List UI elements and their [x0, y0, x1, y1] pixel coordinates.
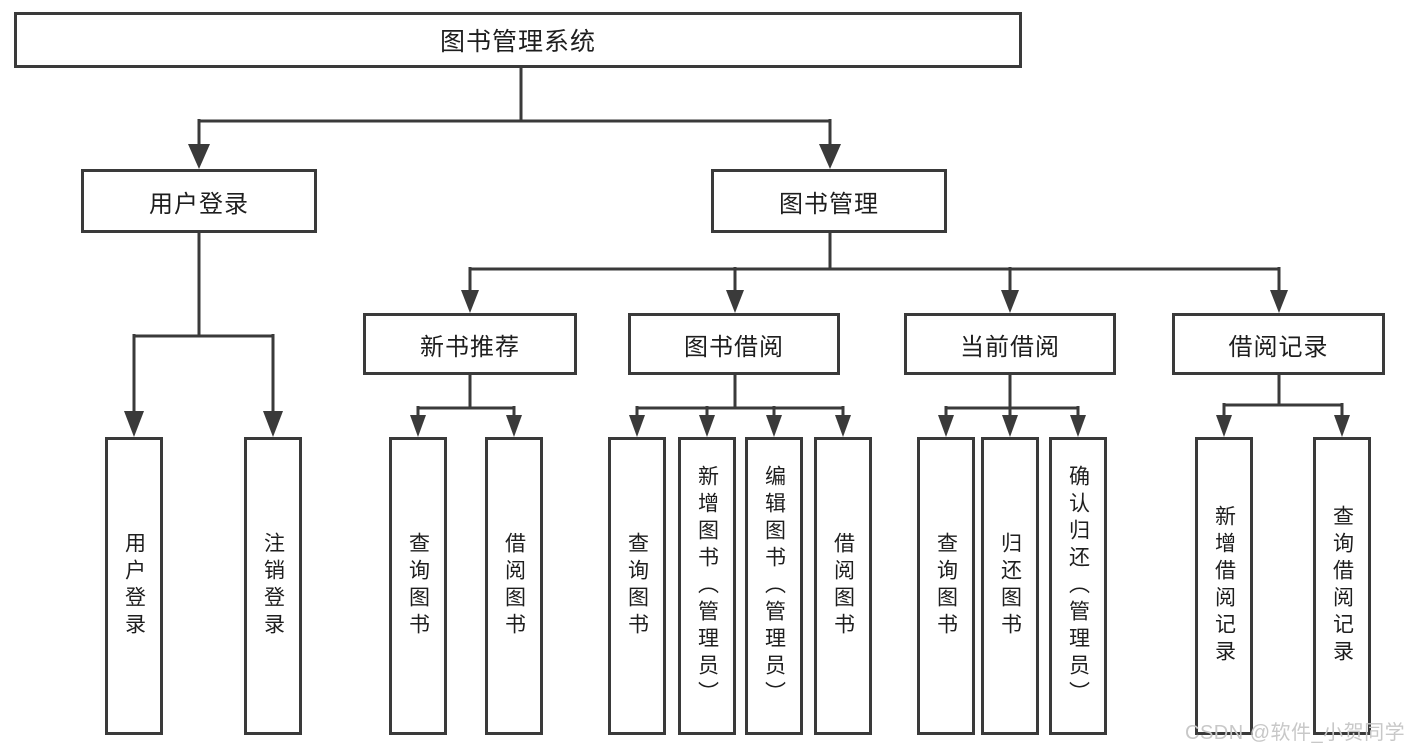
- node-borrowing-edit-books-admin: 编辑图书（管理员）: [745, 437, 803, 735]
- node-label: 查询图书: [625, 532, 649, 640]
- node-label: 当前借阅: [960, 333, 1060, 361]
- node-label: 图书管理: [779, 190, 879, 218]
- node-records-add-borrow-record: 新增借阅记录: [1195, 437, 1253, 735]
- node-records-query-borrow-record: 查询借阅记录: [1313, 437, 1371, 735]
- node-label: 用户登录: [149, 190, 249, 218]
- node-current-return-books: 归还图书: [981, 437, 1039, 735]
- node-label: 借阅图书: [831, 532, 855, 640]
- node-label: 查询借阅记录: [1330, 505, 1354, 667]
- node-label: 归还图书: [998, 532, 1022, 640]
- node-user-login-branch: 用户登录: [81, 169, 317, 233]
- node-label: 用户登录: [122, 532, 146, 640]
- node-borrowing-borrow-books: 借阅图书: [814, 437, 872, 735]
- watermark: CSDN @软件_小贺同学: [1185, 722, 1405, 744]
- node-label: 新增图书（管理员）: [695, 464, 719, 708]
- node-label: 新书推荐: [420, 333, 520, 361]
- node-label: 图书管理系统: [439, 28, 596, 56]
- node-borrow-records: 借阅记录: [1172, 313, 1385, 375]
- node-user-login-leaf: 用户登录: [105, 437, 163, 735]
- node-label: 编辑图书（管理员）: [762, 464, 786, 708]
- node-recommend-query-books: 查询图书: [389, 437, 447, 735]
- node-label: 查询图书: [934, 532, 958, 640]
- node-current-query-books: 查询图书: [917, 437, 975, 735]
- node-label: 借阅记录: [1228, 333, 1329, 361]
- node-logout-leaf: 注销登录: [244, 437, 302, 735]
- node-label: 借阅图书: [502, 532, 526, 640]
- node-label: 图书借阅: [684, 333, 784, 361]
- node-current-confirm-return-admin: 确认归还（管理员）: [1049, 437, 1107, 735]
- node-new-book-recommend: 新书推荐: [363, 313, 577, 375]
- node-label: 注销登录: [261, 532, 285, 640]
- node-library-management-system: 图书管理系统: [14, 12, 1022, 68]
- node-borrowing-query-books: 查询图书: [608, 437, 666, 735]
- node-current-borrowing: 当前借阅: [904, 313, 1116, 375]
- node-book-management: 图书管理: [711, 169, 947, 233]
- node-label: 确认归还（管理员）: [1066, 464, 1090, 708]
- node-recommend-borrow-books: 借阅图书: [485, 437, 543, 735]
- node-label: 查询图书: [406, 532, 430, 640]
- node-book-borrowing: 图书借阅: [628, 313, 840, 375]
- node-label: 新增借阅记录: [1212, 505, 1236, 667]
- node-borrowing-add-books-admin: 新增图书（管理员）: [678, 437, 736, 735]
